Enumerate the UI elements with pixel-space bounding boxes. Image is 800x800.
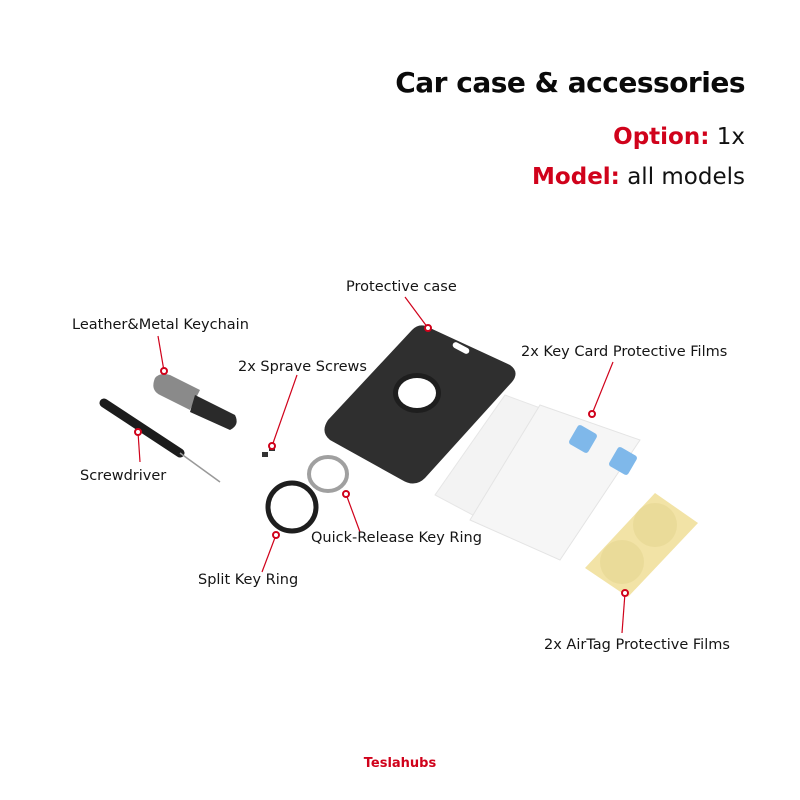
callout-protective-case: Protective case — [346, 279, 457, 295]
option-label: Option: — [613, 124, 710, 150]
callout-lines — [137, 296, 626, 634]
callout-quick-release-ring: Quick-Release Key Ring — [311, 530, 482, 546]
callout-keychain: Leather&Metal Keychain — [72, 317, 249, 333]
model-spec: Model: all models — [532, 164, 745, 190]
callout-dots — [134, 324, 629, 597]
callout-screwdriver: Screwdriver — [80, 468, 167, 484]
keychain-image — [153, 374, 237, 430]
quick-release-ring-image — [307, 455, 349, 493]
option-value: 1x — [716, 124, 745, 150]
model-label: Model: — [532, 164, 620, 190]
option-spec: Option: 1x — [613, 124, 745, 150]
screwdriver-image — [99, 398, 221, 483]
protective-case-image — [324, 325, 516, 484]
callout-key-card-films: 2x Key Card Protective Films — [521, 344, 728, 360]
callout-airtag-films: 2x AirTag Protective Films — [544, 637, 730, 653]
airtag-films-image — [585, 493, 698, 597]
page-title: Car case & accessories — [395, 66, 745, 99]
model-value: all models — [627, 164, 745, 190]
callout-spare-screws: 2x Sprave Screws — [238, 359, 367, 375]
key-card-films-image — [434, 394, 641, 561]
split-ring-image — [265, 480, 319, 534]
brand-logo: Teslahubs — [363, 756, 437, 771]
callout-split-ring: Split Key Ring — [198, 572, 299, 588]
